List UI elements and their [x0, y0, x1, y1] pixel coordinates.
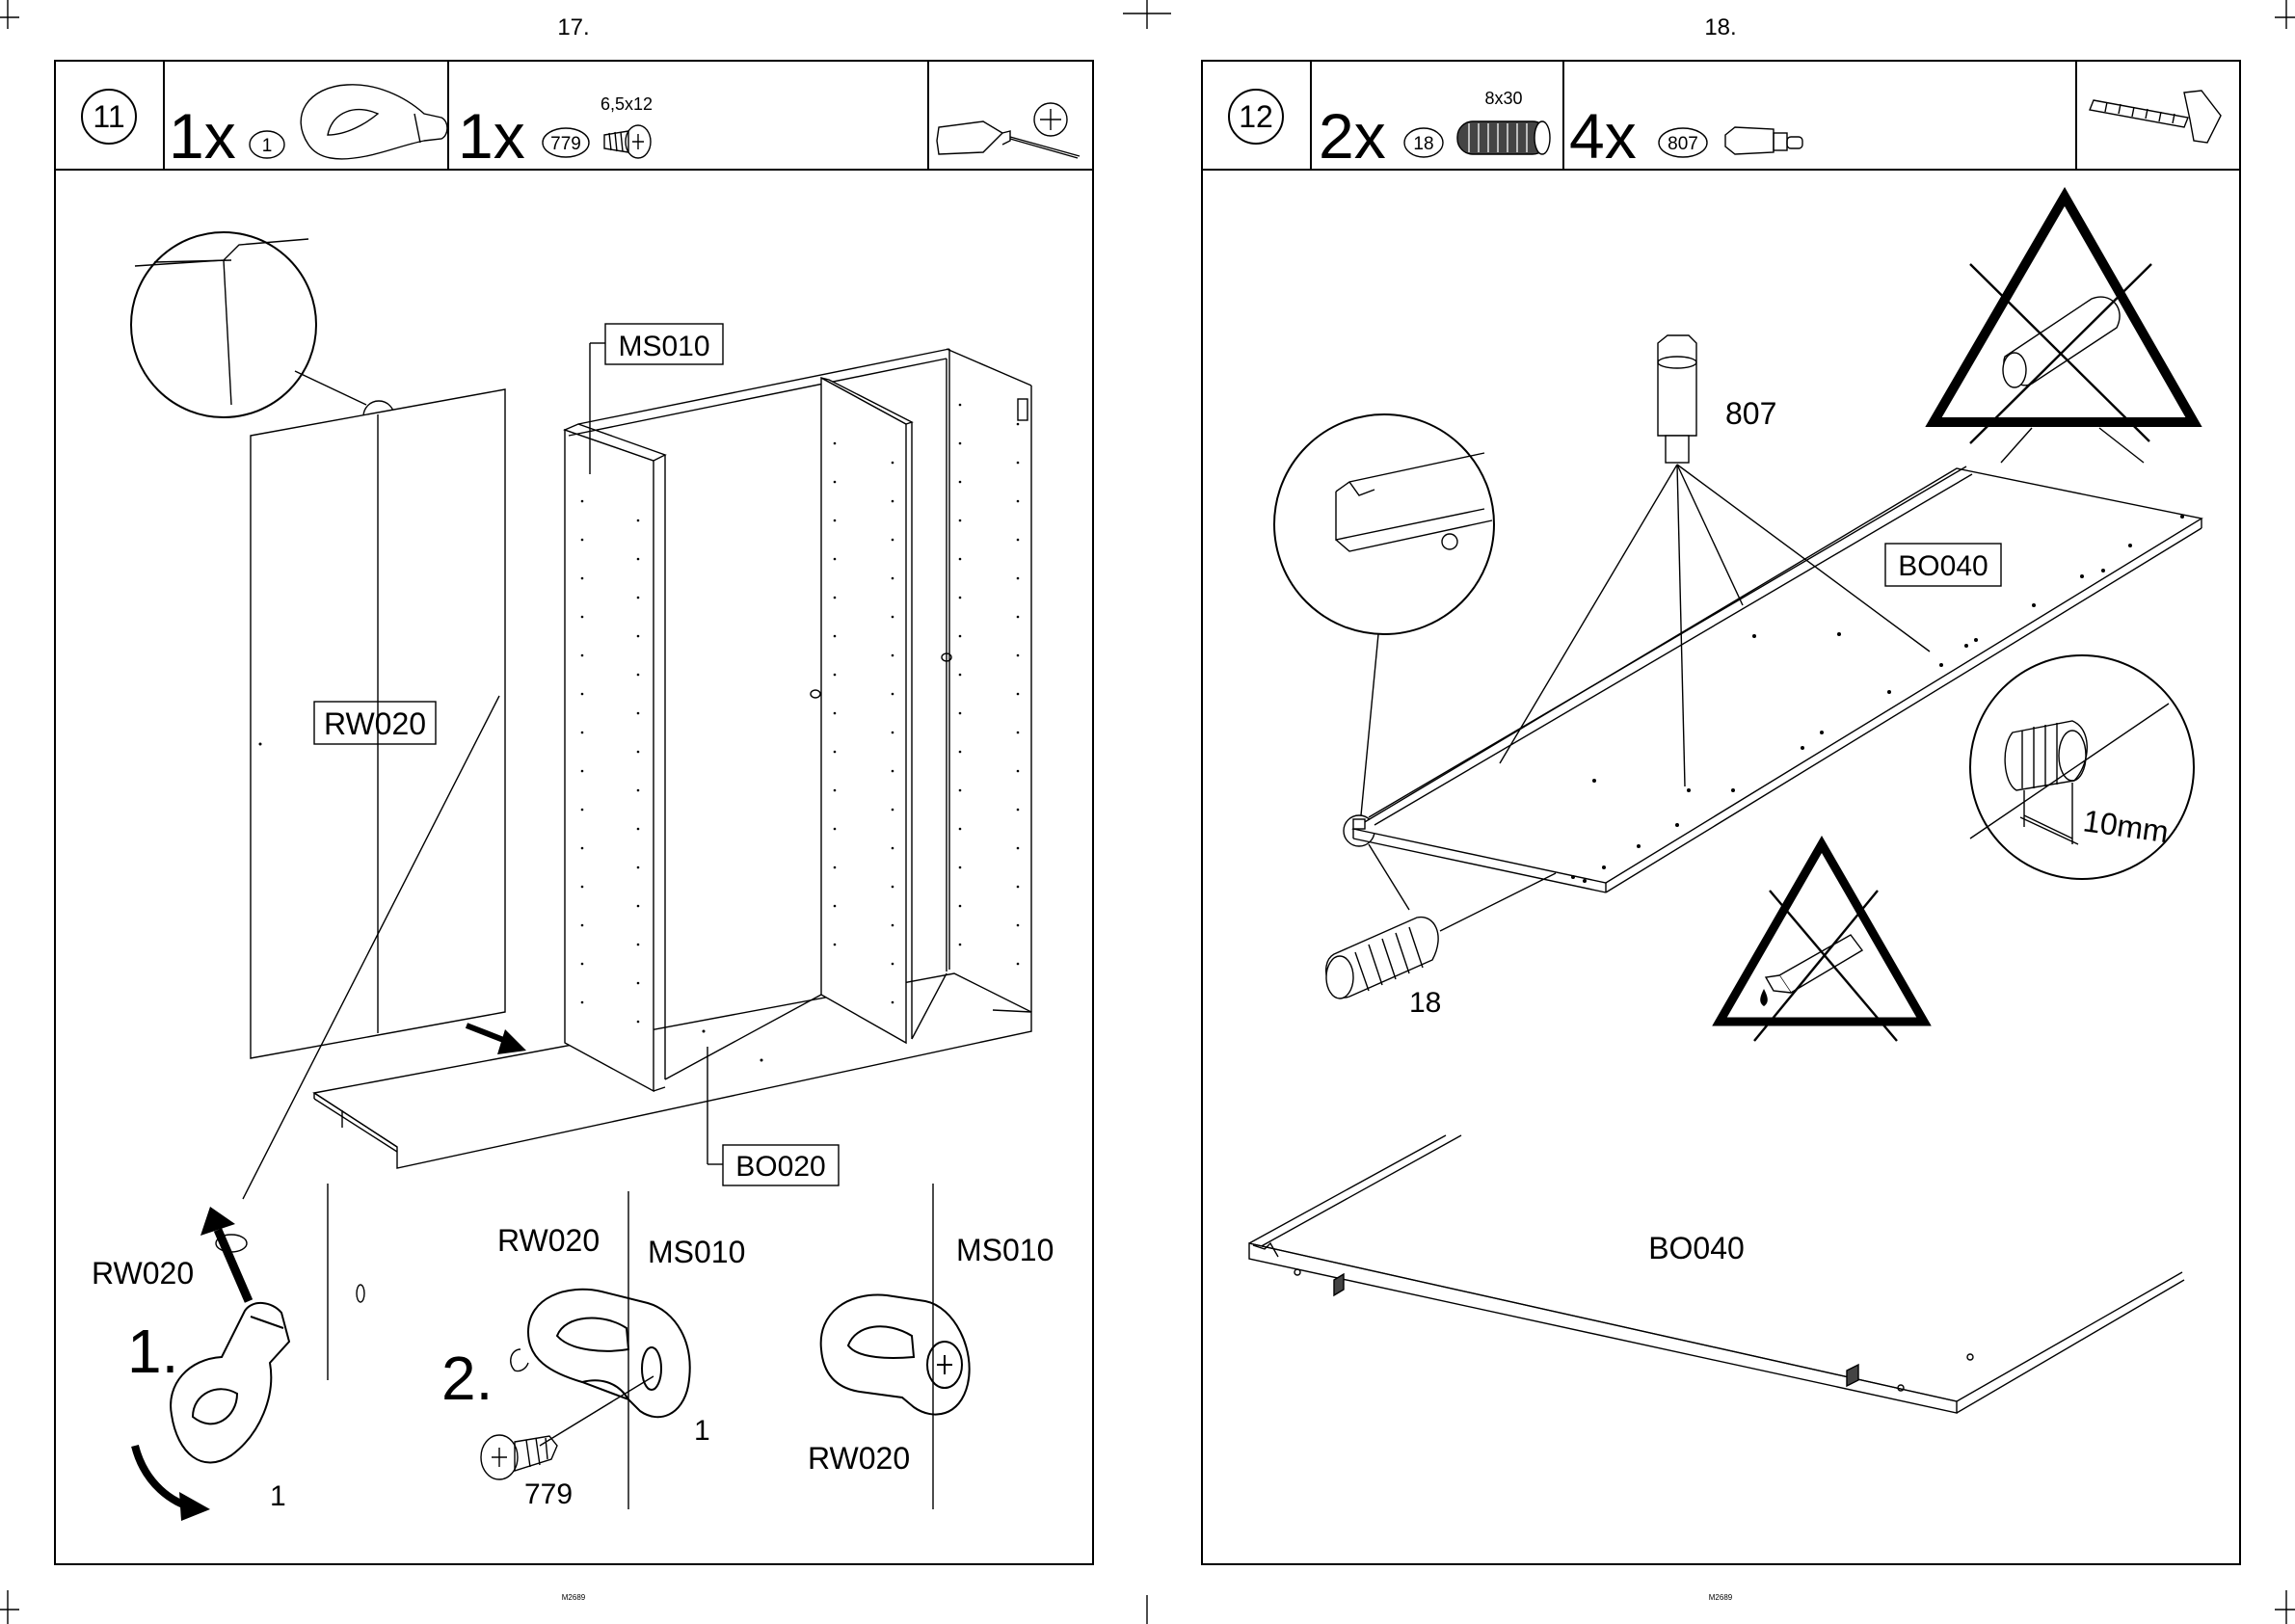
arrow-up-icon	[200, 1207, 249, 1301]
dowel-18	[1326, 873, 1556, 998]
screw-icon	[481, 1376, 654, 1479]
screwdriver-icon	[937, 103, 1080, 158]
part-label: MS010	[618, 331, 709, 362]
part-label: RW020	[808, 1441, 910, 1476]
step-number: 11	[93, 99, 124, 134]
part-label: RW020	[92, 1256, 194, 1291]
dowel-icon	[1457, 121, 1550, 154]
detail-step-3: MS010 RW020	[808, 1233, 1054, 1476]
part-label: BO040	[1648, 1231, 1745, 1265]
part-qty: 1x	[458, 100, 525, 172]
step-header: 12 2x 18 8x30 4x 807	[1202, 61, 2240, 172]
part-ref: 779	[550, 134, 581, 154]
no-hammering-dowel-icon	[1934, 197, 2194, 463]
hanger-bracket-icon	[301, 85, 447, 159]
part-label: MS010	[648, 1235, 745, 1269]
footer-code: M2689	[1709, 1593, 1733, 1602]
part-ref: 807	[1668, 134, 1698, 154]
part-ref: 18	[1409, 987, 1441, 1019]
detail-step-2: RW020 MS010 2. 1 779	[441, 1223, 745, 1510]
step-marker: 1.	[127, 1317, 178, 1386]
step-marker: 2.	[441, 1344, 493, 1413]
page-17: 17. 11 1x 1 1x 779 6,5x12	[55, 14, 1093, 1602]
step-header: 11 1x 1 1x 779 6,5x12	[55, 61, 1093, 172]
hanger-bracket-icon	[528, 1290, 690, 1417]
part-qty: 1x	[169, 100, 236, 172]
detail-step-1: RW020 1. 1	[92, 1207, 364, 1521]
hanger-bracket-icon	[821, 1295, 970, 1415]
rotate-arrow-icon	[135, 1446, 210, 1521]
part-qty: 4x	[1569, 100, 1637, 172]
part-ref: 779	[524, 1478, 573, 1510]
part-size: 8x30	[1484, 89, 1522, 108]
pin-icon	[1725, 127, 1802, 154]
part-label: MS010	[956, 1233, 1054, 1267]
hole-icon	[357, 1285, 364, 1302]
step-number: 12	[1239, 99, 1273, 134]
part-ref: 807	[1725, 396, 1776, 431]
part-ref: 1	[694, 1415, 710, 1447]
part-ref: 1	[270, 1480, 286, 1512]
part-ref: 18	[1413, 134, 1433, 154]
part-label: BO020	[735, 1151, 825, 1183]
part-label: RW020	[324, 706, 426, 741]
part-qty: 2x	[1319, 100, 1386, 172]
part-size: 6,5x12	[600, 94, 653, 114]
part-ref: 1	[262, 136, 273, 156]
page-number: 17.	[557, 14, 589, 40]
page-18: 18. 12 2x 18 8x30 4x 807	[1202, 14, 2240, 1602]
part-label: RW020	[497, 1223, 600, 1258]
hanger-bracket-icon	[171, 1303, 289, 1463]
footer-code: M2689	[562, 1593, 586, 1602]
part-label: BO040	[1898, 550, 1988, 582]
page-number: 18.	[1704, 14, 1736, 40]
board-bo040	[1353, 466, 2202, 892]
panel-edge-detail	[131, 232, 394, 432]
depth-detail: 10mm	[1970, 655, 2194, 879]
hammer-icon	[2090, 91, 2221, 143]
no-glue-icon	[1720, 844, 1924, 1041]
screw-icon	[604, 125, 651, 158]
dimension-label: 10mm	[2081, 803, 2171, 849]
board-bo040-bottom	[1249, 1135, 2184, 1413]
arrow-icon	[467, 1025, 526, 1054]
